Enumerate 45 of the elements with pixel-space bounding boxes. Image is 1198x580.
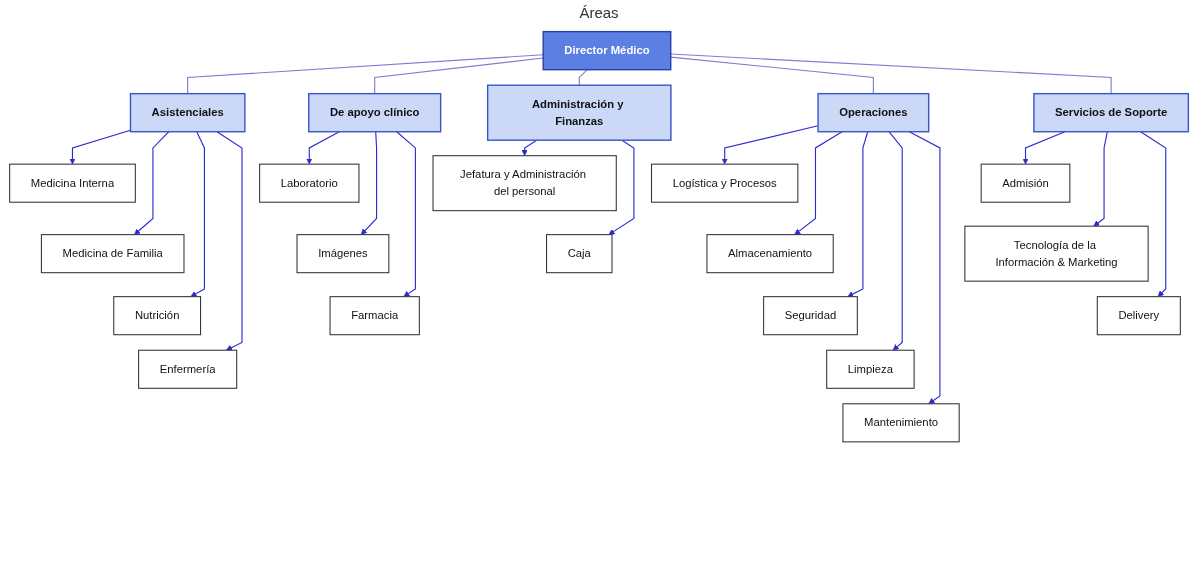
node-box: Director Médico <box>542 30 672 71</box>
note-text: Áreas <box>579 4 619 21</box>
node-box: Farmacia <box>329 296 420 336</box>
node-box: Enfermería <box>138 349 238 389</box>
arrow <box>134 131 170 235</box>
arrow <box>216 131 243 351</box>
arrow <box>908 131 941 405</box>
arrow <box>1140 131 1167 297</box>
node-box: Administración y Finanzas <box>486 84 672 141</box>
connector <box>187 54 544 95</box>
arrow <box>888 131 903 351</box>
connector <box>578 69 588 86</box>
node-box: Seguridad <box>763 296 858 336</box>
node-box: Almacenamiento <box>706 234 834 274</box>
arrow <box>521 139 538 156</box>
connector <box>374 57 544 95</box>
arrow <box>794 131 843 235</box>
connector <box>670 56 874 95</box>
node-box: Mantenimiento <box>842 403 960 443</box>
arrow <box>306 131 340 165</box>
node-box: Jefatura y Administración del personal <box>432 155 617 212</box>
node-box: Caja <box>546 234 613 274</box>
node-box: Nutrición <box>113 296 202 336</box>
connector <box>670 53 1112 95</box>
node-box: Admisión <box>980 163 1071 203</box>
arrow <box>608 139 635 235</box>
node-box: Medicina de Familia <box>40 234 185 274</box>
node-box: Medicina Interna <box>9 163 136 203</box>
node-box: Asistenciales <box>129 92 246 133</box>
node-box: Limpieza <box>826 349 915 389</box>
node-box: Operaciones <box>817 92 930 133</box>
node-box: Tecnología de la Información & Marketing <box>964 225 1149 282</box>
arrow <box>721 125 819 165</box>
node-box: Servicios de Soporte <box>1033 92 1190 133</box>
arrow <box>847 131 869 297</box>
arrow <box>396 131 416 297</box>
arrow <box>1022 131 1066 165</box>
node-box: Laboratorio <box>259 163 360 203</box>
arrow <box>190 131 205 297</box>
arrow <box>1093 131 1108 227</box>
arrow <box>360 131 378 235</box>
node-box: Logística y Procesos <box>651 163 799 203</box>
node-box: Imágenes <box>296 234 390 274</box>
node-box: Delivery <box>1096 296 1181 336</box>
node-box: De apoyo clínico <box>308 92 442 133</box>
